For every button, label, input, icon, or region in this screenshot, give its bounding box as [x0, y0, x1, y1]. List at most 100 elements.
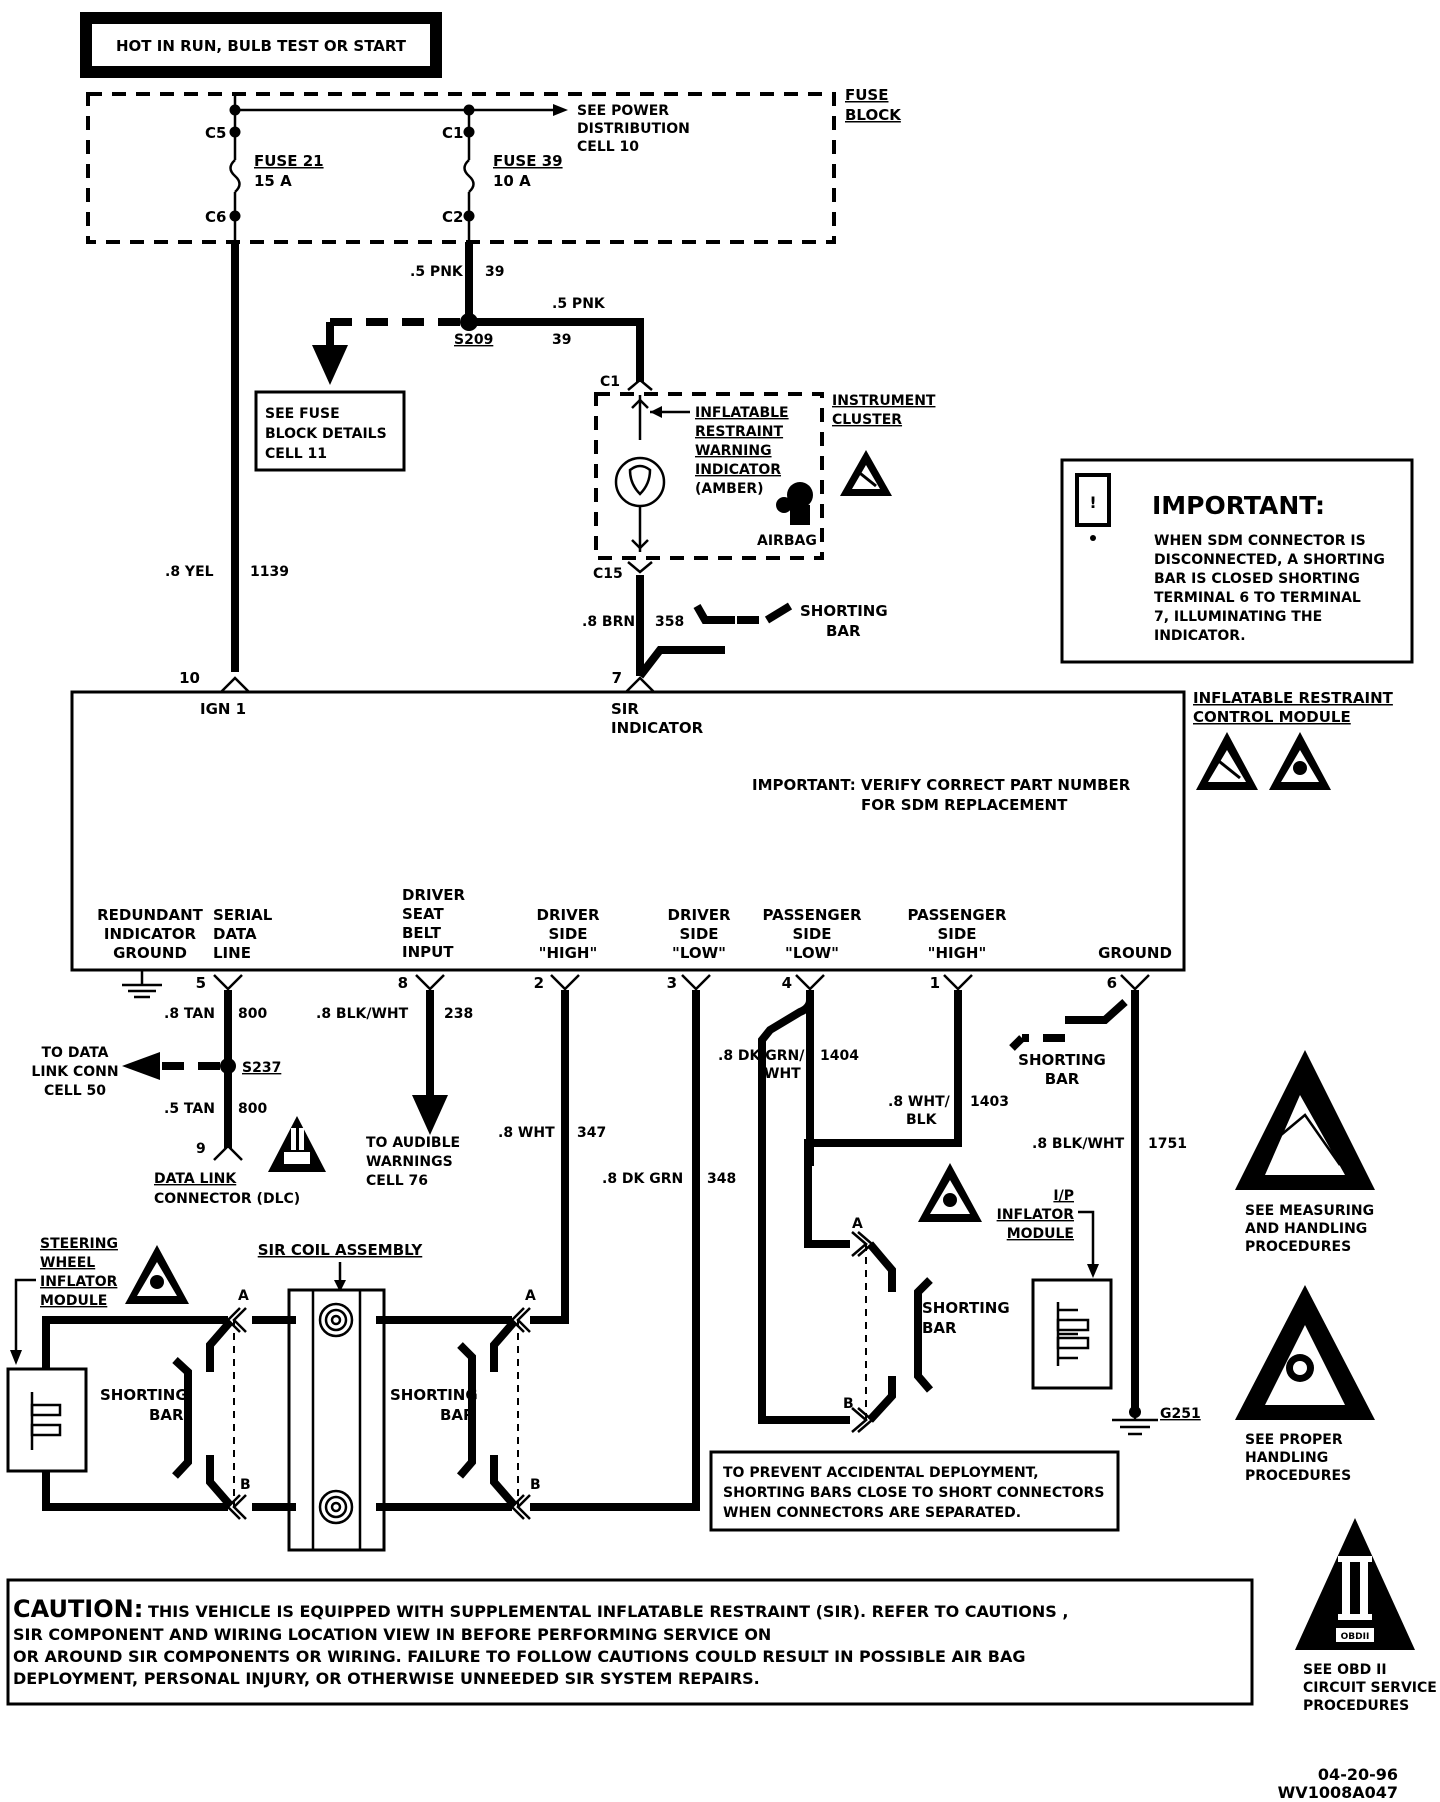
obd-1: SEE OBD II — [1303, 1662, 1387, 1678]
instrument-cluster-outline — [594, 392, 824, 560]
pin-number-4: 4 — [782, 974, 792, 992]
wire-238-label: .8 BLK/WHT — [316, 1006, 409, 1022]
conn-c6: C6 — [205, 208, 226, 226]
caution-line-1: THIS VEHICLE IS EQUIPPED WITH SUPPLEMENT… — [148, 1602, 1068, 1621]
wire-39b-num: 39 — [552, 332, 571, 348]
coil-shorting-bar — [456, 1342, 476, 1479]
arrow-down-icon — [412, 1095, 448, 1135]
dlc-pin-9: 9 — [196, 1141, 206, 1157]
module-important-1: IMPORTANT: VERIFY CORRECT PART NUMBER — [752, 776, 1131, 794]
ip-conn-a: A — [852, 1216, 863, 1232]
sir-coil-housing — [287, 1288, 386, 1552]
info-icon: ! — [1089, 493, 1096, 512]
pin-label-drv-high-2: SIDE — [548, 925, 587, 943]
arrow-left-icon — [122, 1052, 160, 1080]
wire-1751-num: 1751 — [1148, 1136, 1187, 1152]
coil-shorting-1: SHORTING — [390, 1386, 478, 1404]
conn-c1-fuse: C1 — [442, 124, 463, 142]
wire-1404-loop — [758, 1240, 850, 1424]
pin-number-1: 1 — [930, 974, 940, 992]
pin-label-pass-low-3: "LOW" — [785, 944, 839, 962]
fuse-block-title-1: FUSE — [845, 86, 888, 104]
ground-symbol — [122, 970, 162, 999]
pin-label-redundant-3: GROUND — [113, 944, 187, 962]
airbag-caution-icon — [918, 1163, 982, 1222]
wire-1403-num: 1403 — [970, 1094, 1009, 1110]
measuring-3: PROCEDURES — [1245, 1239, 1351, 1255]
ground-g251-symbol — [1112, 1406, 1158, 1436]
pin-number-8: 8 — [398, 974, 408, 992]
indicator-4: INDICATOR — [695, 462, 781, 478]
deployment-3: WHEN CONNECTORS ARE SEPARATED. — [723, 1505, 1021, 1521]
to-data-link-1: TO DATA — [42, 1045, 109, 1061]
shorting-bar-pin7 — [636, 646, 725, 679]
fuse-21-rating: 15 A — [254, 172, 292, 190]
wire-1403-label-2: BLK — [906, 1112, 938, 1128]
airbag-caution-icon — [1269, 732, 1331, 790]
fuse-39-name: FUSE 39 — [493, 152, 563, 170]
handling-2: HANDLING — [1245, 1450, 1328, 1466]
ip-shorting-bar — [914, 1277, 934, 1393]
sir-conn-a1: A — [238, 1288, 249, 1304]
sir-coil-title: SIR COIL ASSEMBLY — [258, 1241, 424, 1259]
fuse-details-1: SEE FUSE — [265, 406, 340, 422]
fuse-details-2: BLOCK DETAILS — [265, 426, 387, 442]
handling-procedures-note: SEE PROPER HANDLING PROCEDURES — [1235, 1285, 1375, 1484]
wire-238-num: 238 — [444, 1006, 473, 1022]
sir-coil-assembly: SIR COIL ASSEMBLY A B A B — [172, 1241, 541, 1552]
fuse-21-name: FUSE 21 — [254, 152, 324, 170]
footer-code: WV1008A047 — [1278, 1783, 1398, 1802]
sir-conn-b1: B — [240, 1477, 251, 1493]
arrow-right-icon — [553, 104, 568, 116]
cluster-title-1: INSTRUMENT — [832, 393, 936, 409]
indicator-3: WARNING — [695, 443, 772, 459]
steering-shorting-1: SHORTING — [100, 1386, 188, 1404]
steering-inflator-box — [6, 1367, 88, 1473]
module-ign1: IGN 1 — [200, 700, 246, 718]
pin-label-pass-high-3: "HIGH" — [928, 944, 987, 962]
dlc-label-2: CONNECTOR (DLC) — [154, 1191, 300, 1207]
caution-box: CAUTION: THIS VEHICLE IS EQUIPPED WITH S… — [6, 1578, 1254, 1706]
indicator-2: RESTRAINT — [695, 424, 784, 440]
fuse-details-ref-box — [254, 390, 406, 472]
fuse-39-symbol — [463, 159, 475, 193]
handling-3: PROCEDURES — [1245, 1468, 1351, 1484]
handling-1: SEE PROPER — [1245, 1432, 1343, 1448]
pin-label-seatbelt-3: BELT — [402, 924, 442, 942]
shorting-bar-ground-2: BAR — [1045, 1070, 1080, 1088]
pin-label-redundant-2: INDICATOR — [104, 925, 197, 943]
footer-date: 04-20-96 — [1318, 1765, 1398, 1784]
shorting-bar-ground — [1065, 999, 1128, 1024]
power-label-box: HOT IN RUN, BULB TEST OR START — [80, 12, 442, 78]
wire-1403-label-1: .8 WHT/ — [888, 1094, 951, 1110]
pin-label-drv-high-3: "HIGH" — [539, 944, 598, 962]
ground-g251: G251 — [1160, 1406, 1201, 1422]
obd-3: PROCEDURES — [1303, 1698, 1409, 1714]
steering-1: STEERING — [40, 1236, 118, 1252]
power-label: HOT IN RUN, BULB TEST OR START — [116, 37, 407, 55]
airbag-caution-icon — [125, 1245, 189, 1304]
module-pin-10: 10 — [179, 669, 200, 687]
module-pin-numbers: 5 8 2 3 4 1 6 — [196, 974, 1150, 992]
fuse-21-symbol — [229, 159, 241, 193]
shorting-bar-top-2: BAR — [826, 622, 861, 640]
see-power-2: DISTRIBUTION — [577, 121, 690, 137]
module-important-2: FOR SDM REPLACEMENT — [861, 796, 1068, 814]
pin-label-serial-1: SERIAL — [213, 906, 273, 924]
pin-label-seatbelt-1: DRIVER — [402, 886, 465, 904]
audible-2: WARNINGS — [366, 1154, 453, 1170]
ip-inflator-1: I/P — [1053, 1188, 1074, 1204]
wire-1404-num: 1404 — [820, 1048, 859, 1064]
wire-1139-label: .8 YEL — [165, 564, 214, 580]
obd-badge: OBDII — [1341, 1632, 1370, 1642]
coil-shorting-2: BAR — [440, 1406, 475, 1424]
pin-label-serial-2: DATA — [213, 925, 257, 943]
deployment-1: TO PREVENT ACCIDENTAL DEPLOYMENT, — [723, 1465, 1039, 1481]
module-sir-2: INDICATOR — [611, 719, 704, 737]
restraint-control-module: INFLATABLE RESTRAINT CONTROL MODULE IGN … — [70, 669, 1394, 972]
wire-39b-label: .5 PNK — [552, 296, 606, 312]
ip-shorting-1: SHORTING — [922, 1299, 1010, 1317]
measuring-1: SEE MEASURING — [1245, 1203, 1374, 1219]
wire-347 — [530, 990, 569, 1324]
obd-procedures-note: OBDII SEE OBD II CIRCUIT SERVICE PROCEDU… — [1295, 1518, 1437, 1714]
